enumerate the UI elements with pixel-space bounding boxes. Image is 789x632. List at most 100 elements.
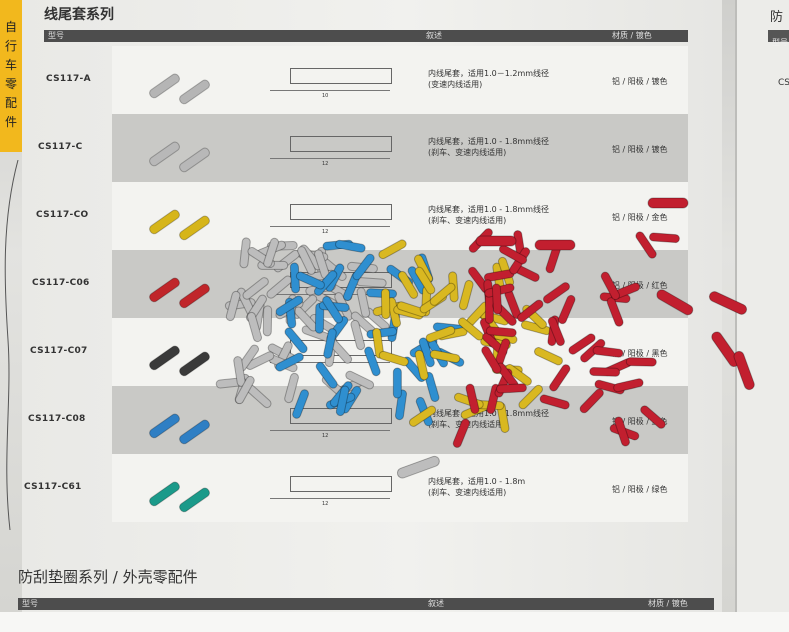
cable-end-cap: [284, 327, 308, 354]
cable-end-cap: [378, 350, 409, 367]
cable-end-cap: [322, 295, 344, 324]
cable-end-cap: [485, 326, 517, 338]
cable-end-cap: [396, 301, 427, 318]
cable-end-cap: [233, 356, 246, 387]
row-model-code: CS117-A: [46, 74, 91, 84]
catalog-row: [112, 454, 688, 522]
cable-end-cap: [295, 271, 325, 290]
cable-end-cap: [352, 253, 375, 281]
cable-end-cap: [579, 388, 604, 414]
cable-end-cap: [625, 357, 657, 367]
cable-end-cap: [429, 282, 456, 306]
cable-end-cap: [263, 237, 279, 268]
row-material: 铝 / 阳极 / 金色: [612, 213, 668, 222]
catalog-row: [112, 114, 688, 182]
cable-end-cap: [640, 405, 666, 429]
dimension-line: [270, 226, 390, 227]
cable-end-cap: [568, 333, 596, 355]
header-material: 材质 / 镀色: [612, 31, 652, 40]
cable-end-cap: [465, 383, 480, 415]
catalog-row: [112, 46, 688, 114]
row-model-code: CS117-C61: [24, 482, 82, 492]
row-model-code: CS117-C06: [32, 278, 90, 288]
cable-end-cap: [414, 349, 429, 381]
cable-end-cap: [592, 345, 624, 358]
dimension-line: [270, 158, 390, 159]
cable-end-cap: [372, 327, 385, 359]
cable-end-cap: [397, 270, 419, 299]
row-material: 铝 / 阳极 / 镀色: [612, 77, 668, 86]
cable-end-cap: [635, 231, 657, 259]
row-material: 铝 / 阳极 / 蓝色: [612, 417, 668, 426]
row-description-note: (刹车、变速内线适用): [428, 216, 507, 225]
cable-end-cap: [414, 266, 436, 295]
row-description-note: (刹车、变速内线适用): [428, 148, 507, 157]
cable-end-cap: [396, 455, 440, 479]
cable-end-cap: [495, 383, 527, 394]
row-model-code: CS117-C07: [30, 346, 88, 356]
cable-end-cap: [733, 350, 755, 391]
row-description: 内线尾套，适用1.0 - 1.8mm线径: [428, 409, 550, 418]
row-description: 内线尾套，适用1.0－1.2mm线径: [428, 69, 550, 78]
technical-drawing: [290, 476, 392, 492]
cable-end-cap: [392, 367, 402, 399]
cable-end-cap: [547, 316, 565, 347]
bottom-caption-strip: [0, 612, 789, 632]
cable-end-cap: [246, 311, 262, 343]
row-description: 内线尾套，适用1.0 - 1.8m: [428, 477, 526, 486]
cable-end-cap: [613, 378, 644, 393]
cable-end-cap: [589, 367, 621, 377]
dimension-line: [270, 90, 390, 91]
product-sample-image: [149, 141, 210, 173]
cable-end-cap: [356, 287, 371, 318]
product-sample-image: [149, 413, 210, 445]
dimension-label: 12: [322, 161, 329, 167]
cable-end-cap: [235, 375, 255, 405]
dimension-label: 12: [322, 501, 329, 507]
cable-end-cap: [533, 347, 563, 366]
cable-end-cap: [708, 291, 748, 315]
header-model: 型号: [48, 31, 64, 40]
cable-end-cap: [364, 346, 381, 377]
cable-end-cap: [518, 384, 543, 410]
cable-end-cap: [408, 405, 437, 427]
row-material: 铝 / 阳极 / 镀色: [612, 145, 668, 154]
dimension-label: 12: [322, 229, 329, 235]
cable-end-cap: [315, 361, 338, 389]
cable-end-cap: [355, 277, 387, 288]
cable-end-cap: [242, 277, 269, 300]
footer-header-model: 型号: [22, 599, 38, 608]
right-page-header-bar: 型号: [768, 30, 789, 47]
cable-end-cap: [424, 371, 440, 403]
cable-end-cap: [505, 363, 532, 386]
table-header: 型号 叙述 材质 / 镀色: [44, 30, 688, 42]
cable-end-cap: [452, 418, 470, 448]
cable-end-cap: [429, 349, 461, 364]
cable-end-cap: [517, 299, 544, 323]
right-page-code: CS: [778, 78, 789, 88]
dimension-line: [270, 430, 390, 431]
cable-end-cap: [614, 416, 630, 447]
header-desc: 叙述: [426, 31, 442, 40]
dimension-line: [270, 498, 390, 499]
cable-end-cap: [297, 246, 316, 275]
cable-end-cap: [378, 239, 407, 260]
row-material: 铝 / 阳极 / 红色: [612, 281, 668, 290]
cable-end-cap: [534, 239, 576, 251]
product-sample-image: [149, 481, 210, 513]
cable-end-cap: [284, 372, 299, 404]
cable-end-cap: [600, 271, 621, 301]
dimension-line: [270, 294, 390, 295]
row-description-note: (变速内线适用): [428, 80, 483, 89]
row-material: 铝 / 阳极 / 绿色: [612, 485, 668, 494]
cable-end-cap: [425, 325, 456, 343]
cable-end-cap: [225, 290, 241, 322]
row-description: 内线尾套，适用1.0 - 1.8mm线径: [428, 205, 550, 214]
dimension-label: 12: [322, 433, 329, 439]
cable-end-cap: [335, 385, 350, 417]
cable-end-cap: [275, 295, 304, 317]
row-model-code: CS117-C: [38, 142, 83, 152]
cable-end-cap: [491, 283, 502, 315]
product-sample-image: [149, 345, 210, 377]
footer-section-title: 防刮垫圈系列 / 外壳零配件: [18, 568, 198, 586]
